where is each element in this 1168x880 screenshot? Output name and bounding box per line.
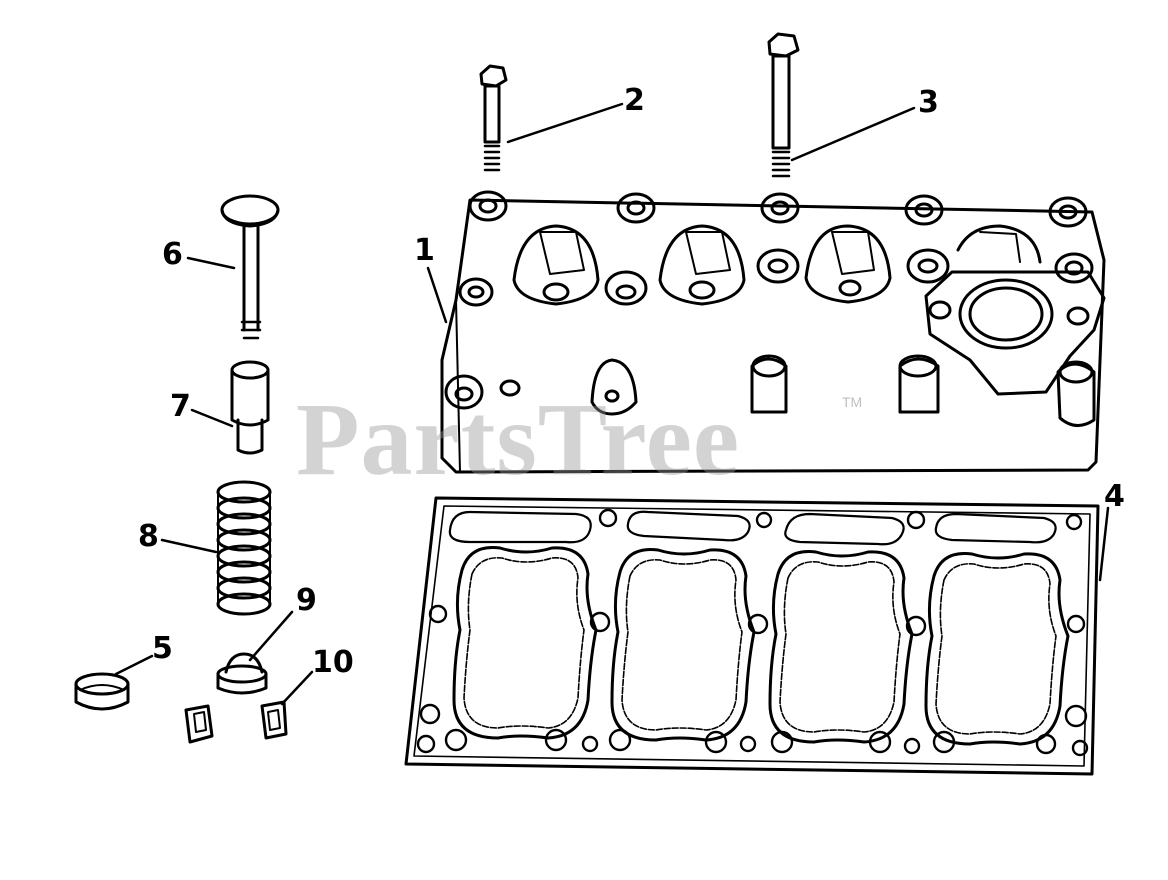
part-9-spring-retainer xyxy=(216,652,268,695)
callout-3: 3 xyxy=(918,85,939,120)
callout-10: 10 xyxy=(312,645,354,680)
part-3-long-bolt xyxy=(767,32,800,178)
watermark-tm: TM xyxy=(842,394,863,410)
part-10-valve-keepers xyxy=(184,700,288,744)
callout-2: 2 xyxy=(624,83,645,118)
part-6-valve xyxy=(220,194,280,340)
callout-9: 9 xyxy=(296,583,317,618)
part-8-valve-spring xyxy=(216,480,272,616)
part-2-short-bolt xyxy=(479,64,508,172)
callout-8: 8 xyxy=(138,519,159,554)
callout-5: 5 xyxy=(152,631,173,666)
part-4-head-gasket xyxy=(404,496,1100,776)
callout-7: 7 xyxy=(170,389,191,424)
leader-lines xyxy=(114,102,1110,706)
callout-1: 1 xyxy=(414,233,435,268)
part-7-valve-guide xyxy=(230,360,270,455)
callout-4: 4 xyxy=(1104,479,1125,514)
part-1-cylinder-head xyxy=(440,190,1106,474)
part-5-cap xyxy=(74,672,130,711)
callout-6: 6 xyxy=(162,237,183,272)
